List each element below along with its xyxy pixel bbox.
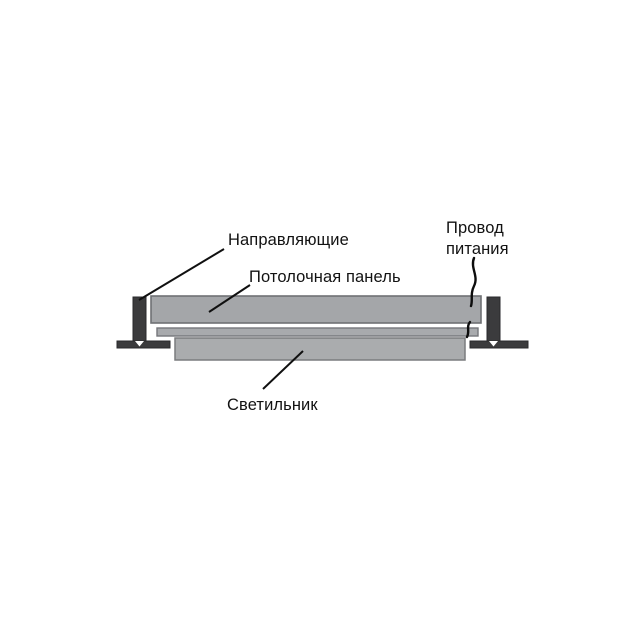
thin-strip-shape [156, 327, 479, 337]
label-power-wire-line1: Провод [446, 219, 504, 237]
left-bracket-notch [135, 341, 144, 347]
right-rail-bracket [469, 296, 529, 349]
leader-line-luminaire [262, 350, 304, 390]
right-bracket-notch [489, 341, 498, 347]
label-luminaire: Светильник [227, 396, 318, 414]
left-bracket-flange [116, 340, 171, 349]
label-rails: Направляющие [228, 231, 349, 249]
power-wire-upper-segment [469, 256, 477, 308]
power-wire-lower-segment [465, 320, 472, 339]
label-ceiling-panel: Потолочная панель [249, 268, 401, 286]
right-bracket-flange [469, 340, 529, 349]
leader-line-rails [138, 248, 225, 301]
left-rail-bracket [116, 296, 171, 349]
luminaire-shape [174, 337, 466, 361]
leader-line-ceiling-panel [208, 284, 251, 313]
ceiling-panel-shape [150, 295, 482, 324]
left-bracket-stem [132, 296, 147, 343]
label-power-wire-line2: питания [446, 240, 509, 258]
right-bracket-stem [486, 296, 501, 343]
